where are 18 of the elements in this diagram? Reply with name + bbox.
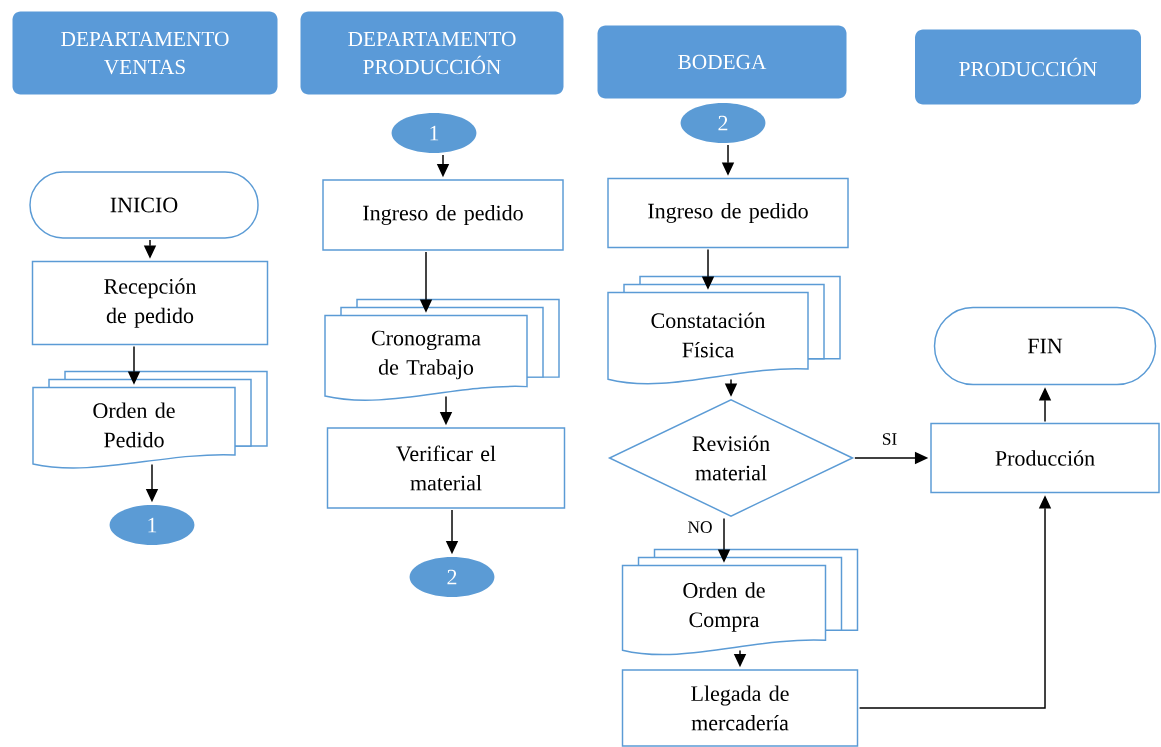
process-box: Ingreso de pedido xyxy=(607,177,849,249)
edge-label: SI xyxy=(880,431,899,447)
document-stack: Orden de Compra xyxy=(621,548,859,656)
document-stack: Orden de Pedido xyxy=(32,370,268,469)
terminal-box: FIN xyxy=(933,306,1157,386)
header-box: PRODUCCIÓN xyxy=(915,29,1141,105)
process-box: Verificar el material xyxy=(326,427,566,509)
process-box: Recepción de pedido xyxy=(31,260,269,346)
process-box: Producción xyxy=(930,422,1160,494)
terminal-box: INICIO xyxy=(29,171,259,239)
process-box: Llegada de mercadería xyxy=(621,669,859,747)
header-box: DEPARTAMENTO PRODUCCIÓN xyxy=(300,11,564,95)
document-stack: Cronograma de Trabajo xyxy=(324,298,560,401)
header-box: BODEGA xyxy=(597,25,847,99)
edge-label: NO xyxy=(686,519,714,535)
document-stack: Constatación Física xyxy=(607,275,841,385)
process-box: Ingreso de pedido xyxy=(322,179,564,251)
header-box: DEPARTAMENTO VENTAS xyxy=(12,11,278,95)
